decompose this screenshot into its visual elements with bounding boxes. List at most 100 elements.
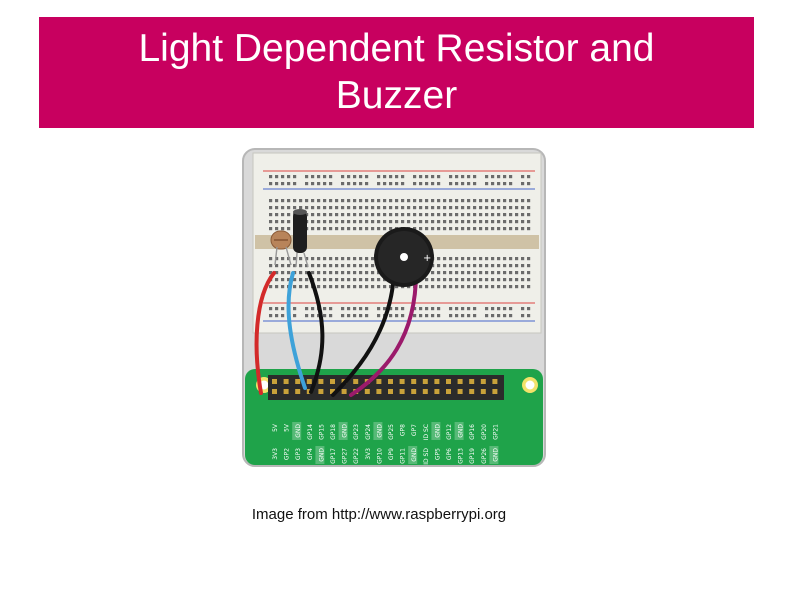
gpio-pin <box>330 389 335 394</box>
gpio-pin-label: GP17 <box>330 448 337 464</box>
purple-wire <box>349 271 418 397</box>
breadboard-hole <box>473 206 477 210</box>
breadboard-hole <box>527 285 531 289</box>
breadboard-hole <box>287 264 291 268</box>
breadboard-hole <box>269 314 273 318</box>
breadboard-hole <box>353 213 357 217</box>
breadboard-hole <box>497 307 501 311</box>
breadboard-hole <box>509 285 513 289</box>
breadboard-hole <box>311 257 315 261</box>
gpio-pin <box>411 379 417 384</box>
breadboard-hole <box>365 307 369 311</box>
breadboard-hole <box>443 278 447 282</box>
breadboard-hole <box>359 199 363 203</box>
breadboard-hole <box>509 182 513 186</box>
breadboard-hole <box>275 220 279 224</box>
breadboard-hole <box>425 314 429 318</box>
breadboard-hole <box>401 307 405 311</box>
breadboard-hole <box>341 220 345 224</box>
breadboard-hole <box>359 257 363 261</box>
breadboard-hole <box>359 227 363 231</box>
breadboard-hole <box>479 271 483 275</box>
breadboard-hole <box>437 175 441 179</box>
breadboard-hole <box>521 182 525 186</box>
breadboard-hole <box>359 278 363 282</box>
breadboard-hole <box>461 257 465 261</box>
breadboard-hole <box>377 175 381 179</box>
breadboard-hole <box>419 285 423 289</box>
breadboard-hole <box>521 227 525 231</box>
breadboard-hole <box>473 175 477 179</box>
gpio-pin <box>353 379 359 384</box>
breadboard-hole <box>389 314 393 318</box>
breadboard-hole <box>521 257 525 261</box>
breadboard-hole <box>527 278 531 282</box>
breadboard-hole <box>341 285 345 289</box>
breadboard-hole <box>395 206 399 210</box>
breadboard-hole <box>323 278 327 282</box>
breadboard-hole <box>353 182 357 186</box>
breadboard-hole <box>485 285 489 289</box>
breadboard-hole <box>341 199 345 203</box>
breadboard-hole <box>341 264 345 268</box>
breadboard-hole <box>527 264 531 268</box>
gpio-pin <box>446 379 451 384</box>
breadboard-hole <box>419 199 423 203</box>
breadboard-hole <box>347 220 351 224</box>
breadboard-hole <box>281 199 285 203</box>
breadboard-hole <box>515 199 519 203</box>
breadboard-hole <box>431 314 435 318</box>
breadboard-hole <box>329 271 333 275</box>
breadboard-hole <box>467 314 471 318</box>
gpio-pin <box>434 389 440 394</box>
breadboard-hole <box>491 271 495 275</box>
breadboard-hole <box>275 206 279 210</box>
breadboard-hole <box>467 182 471 186</box>
breadboard-hole <box>311 175 315 179</box>
breadboard-hole <box>515 257 519 261</box>
breadboard-hole <box>425 175 429 179</box>
breadboard-hole <box>479 220 483 224</box>
title-banner: Light Dependent Resistor and Buzzer <box>39 17 754 128</box>
breadboard-hole <box>419 314 423 318</box>
breadboard-hole <box>341 213 345 217</box>
breadboard-hole <box>359 206 363 210</box>
breadboard-hole <box>293 307 297 311</box>
breadboard-hole <box>419 220 423 224</box>
breadboard-hole <box>269 264 273 268</box>
breadboard-hole <box>371 206 375 210</box>
breadboard-hole <box>365 213 369 217</box>
gpio-pin-label: GP9 <box>388 448 395 460</box>
gpio-pin-label: GP15 <box>318 424 325 440</box>
breadboard-hole <box>377 285 381 289</box>
breadboard-hole <box>329 264 333 268</box>
breadboard-hole <box>497 199 501 203</box>
breadboard-hole <box>461 175 465 179</box>
breadboard-hole <box>443 271 447 275</box>
breadboard-hole <box>353 307 357 311</box>
breadboard-hole <box>317 175 321 179</box>
breadboard-hole <box>395 175 399 179</box>
gpio-pin <box>330 379 335 384</box>
breadboard-hole <box>323 227 327 231</box>
breadboard-hole <box>395 285 399 289</box>
breadboard-hole <box>389 199 393 203</box>
breadboard-hole <box>527 314 531 318</box>
breadboard-hole <box>455 213 459 217</box>
breadboard-hole <box>329 206 333 210</box>
breadboard-hole <box>335 271 339 275</box>
breadboard-hole <box>509 307 513 311</box>
breadboard-hole <box>455 257 459 261</box>
breadboard-hole <box>317 213 321 217</box>
breadboard-hole <box>443 285 447 289</box>
breadboard-hole <box>389 285 393 289</box>
breadboard-hole <box>425 307 429 311</box>
breadboard-hole <box>473 307 477 311</box>
breadboard-hole <box>377 182 381 186</box>
breadboard-hole <box>455 285 459 289</box>
breadboard-hole <box>521 278 525 282</box>
breadboard-hole <box>503 307 507 311</box>
breadboard-hole <box>269 307 273 311</box>
breadboard-hole <box>449 257 453 261</box>
breadboard-hole <box>299 264 303 268</box>
